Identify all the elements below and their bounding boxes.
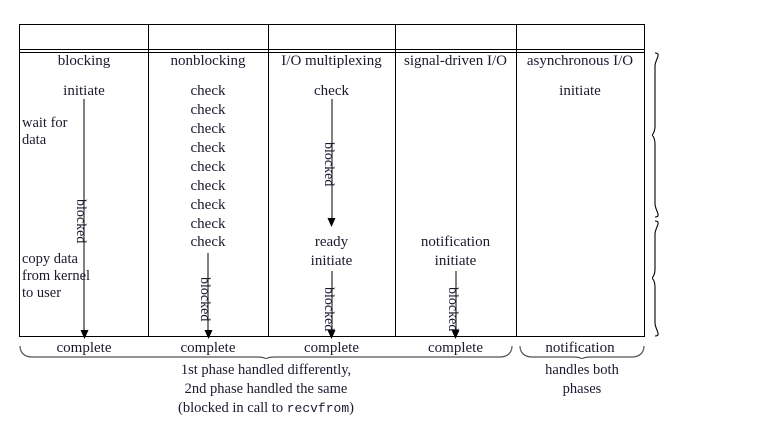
arrow-blocked-copy [327,271,336,339]
node-check: check [190,178,226,194]
brace-line: to user [22,285,62,301]
brace-copy-data [652,220,668,337]
brace-label-copy-data: copy data from kernel to user [22,251,90,302]
node-complete: complete [304,340,359,356]
caption-both-phases: handles both phases [519,361,645,399]
caption-line: 1st phase handled differently, [180,362,352,378]
arrow-blocked [451,271,460,339]
arrow-label-blocked: blocked [73,199,88,244]
arrow-blocked [80,99,88,339]
node-check: check [190,121,226,137]
brace-first-phase [19,345,513,359]
node-ready: ready [314,234,349,250]
caption-line: handles both [545,362,619,378]
column-nonblocking: check check check check check check chec… [148,49,268,356]
brace-line: copy data [22,251,78,267]
column-divider-2 [268,25,269,336]
brace-line: data [22,132,47,148]
node-check: check [314,83,349,99]
column-blocking: initiate blocked complete [20,49,148,356]
node-complete: complete [56,340,112,356]
node-notification: notification [545,340,615,356]
arrow-blocked [204,253,212,339]
caption-line: phases [562,381,602,397]
node-check: check [190,140,226,156]
node-initiate: initiate [434,253,477,269]
brace-label-wait-for-data: wait for data [22,115,68,149]
node-check: check [190,234,226,250]
node-check: check [190,197,226,213]
node-complete: complete [180,340,236,356]
arrow-label-blocked: blocked [320,287,336,332]
node-notification: notification [420,234,491,250]
column-header-nonblocking: nonblocking [170,53,246,69]
caption-note-mono: recvfrom [286,401,350,416]
node-check: check [190,216,226,232]
node-complete: complete [428,340,483,356]
caption-line: 2nd phase handled the same [184,381,348,397]
column-header-signal-driven-io: signal-driven I/O [404,53,507,69]
column-io-multiplexing: check blocked ready initiate blocked com… [268,49,395,356]
node-check: check [190,83,226,99]
column-signal-driven-io: notification initiate blocked complete [395,49,516,356]
header-rule-bottom [20,52,644,53]
arrow-label-blocked: blocked [444,287,460,332]
node-check: check [190,102,226,118]
caption-note-prefix: (blocked in call to [178,400,287,416]
node-check: check [190,159,226,175]
column-divider-1 [148,25,149,336]
caption-first-phase: 1st phase handled differently, 2nd phase… [19,361,513,418]
header-rule-top [20,49,644,50]
brace-line: from kernel [22,268,91,284]
column-header-io-multiplexing: I/O multiplexing [281,53,382,69]
node-initiate: initiate [310,253,353,269]
io-models-table: blocking nonblocking I/O multiplexing si… [19,24,645,356]
arrow-blocked-wait [327,99,336,227]
arrow-label-blocked: blocked [320,142,336,187]
brace-wait-for-data [652,52,668,218]
brace-both-phases [519,345,645,359]
node-initiate: initiate [559,83,601,99]
column-header-blocking: blocking [57,53,111,69]
column-asynchronous-io: initiate notification [516,49,644,356]
arrow-label-blocked: blocked [197,277,212,322]
caption-note: (blocked in call to recvfrom) [19,399,513,418]
column-divider-3 [395,25,396,336]
caption-note-suffix: ) [349,400,354,416]
column-header-asynchronous-io: asynchronous I/O [526,53,634,69]
node-initiate: initiate [63,83,105,99]
column-divider-4 [516,25,517,336]
brace-line: wait for [22,115,68,131]
